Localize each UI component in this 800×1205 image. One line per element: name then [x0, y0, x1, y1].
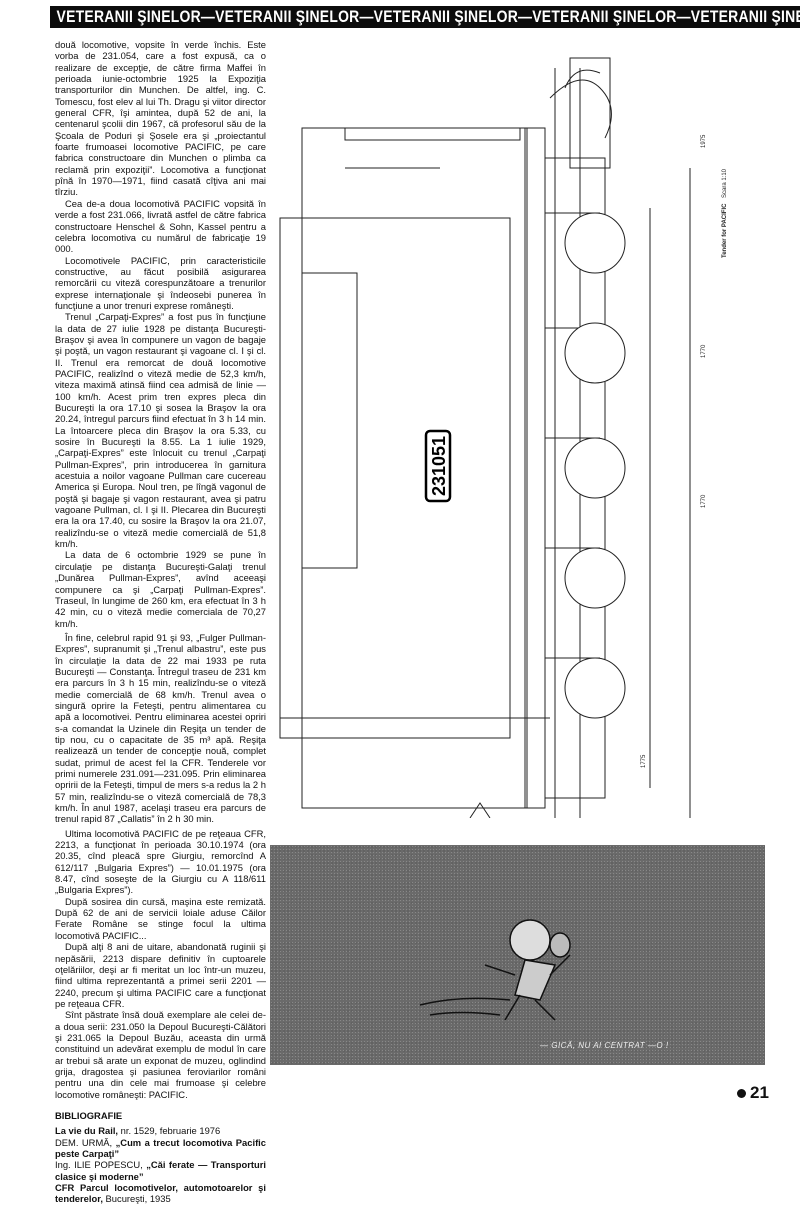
tender-body	[301, 272, 358, 569]
motion-lines	[419, 997, 511, 1016]
bibliography-entry: DEM. URMĂ, „Cum a trecut locomotiva Paci…	[55, 1136, 267, 1159]
frame-rail	[524, 127, 546, 809]
cartoon-drawing	[419, 919, 571, 1021]
wheel	[564, 547, 626, 609]
wheel	[564, 212, 626, 274]
article-column: două locomotive, vopsite în verde închis…	[55, 39, 266, 1205]
bullet-icon	[737, 1089, 746, 1099]
bibliography-title: BIBLIOGRAFIE	[55, 1109, 123, 1121]
bibliography-entry: La vie du Rail, nr. 1529, februarie 1976	[55, 1125, 221, 1137]
paragraph: După alţi 8 ani de uitare, abandonată ru…	[55, 941, 266, 1009]
paragraph: Sînt păstrate însă două exemplare ale ce…	[55, 1009, 266, 1100]
cartoon-caption: — GICĂ, NU AI CENTRAT —O !	[540, 1041, 669, 1050]
number-plate: 231051	[424, 429, 452, 503]
paragraph: Trenul „Carpaţi-Expres” a fost pus în fu…	[55, 311, 266, 550]
ball	[549, 932, 571, 958]
paragraph: Locomotivele PACIFIC, prin caracteristic…	[55, 254, 266, 311]
running-header: VETERANII ŞINELOR—VETERANII ŞINELOR—VETE…	[50, 6, 800, 28]
page-number-text: 21	[750, 1083, 769, 1102]
bibliography-entry: Ing. ILIE POPESCU, „Căi ferate — Transpo…	[55, 1159, 267, 1182]
paragraph: două locomotive, vopsite în verde închis…	[55, 39, 266, 198]
character-body	[514, 959, 557, 1001]
tender-tank	[301, 127, 528, 809]
paragraph: Ultima locomotivă PACIFIC de pe reţeaua …	[55, 827, 266, 896]
dimension-label: 1775	[641, 754, 647, 768]
paragraph: La data de 6 octombrie 1929 se pune în c…	[55, 549, 266, 629]
coal-bunker	[344, 127, 521, 141]
wheel	[564, 657, 626, 719]
tender-lower-body	[279, 217, 511, 739]
cartoon-illustration: — GICĂ, NU AI CENTRAT —O !	[270, 845, 765, 1065]
dimension-label: 1770	[701, 494, 707, 508]
paragraph: Cea de-a doua locomotivă PACIFIC vopsită…	[55, 197, 266, 255]
character-head	[509, 919, 551, 961]
drawing-scale: Scara 1:10	[722, 168, 728, 198]
wheel	[564, 322, 626, 384]
brake-pipes	[549, 69, 612, 139]
drawing-title: Tender for PACIFIC	[722, 203, 728, 258]
paragraph: În fine, celebrul rapid 91 şi 93, „Fulge…	[55, 631, 266, 825]
running-title: VETERANII ŞINELOR—VETERANII ŞINELOR—VETE…	[56, 7, 800, 26]
bibliography-entry: CFR Parcul locomotivelor, automotoarelor…	[55, 1182, 266, 1205]
page-number: 21	[737, 1083, 769, 1103]
paragraph: După sosirea din cursă, maşina este remi…	[55, 895, 266, 941]
dimension-label: 1975	[701, 134, 707, 148]
number-plate-text: 231051	[429, 436, 449, 496]
wheel	[564, 437, 626, 499]
dimension-label: 1770	[701, 344, 707, 358]
tender-technical-drawing: 231051 1975 1770 1770 1775 Tender for PA…	[279, 57, 728, 818]
